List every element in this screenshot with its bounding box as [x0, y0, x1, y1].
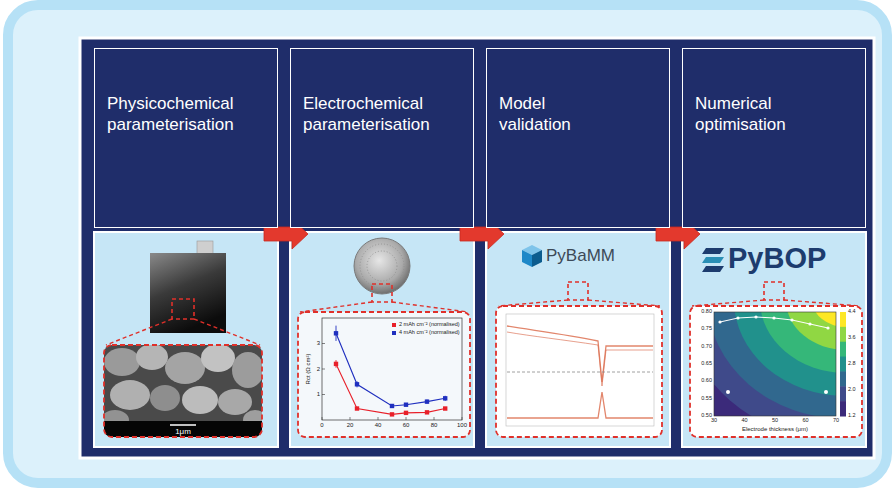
tick-label: 100: [457, 422, 467, 428]
tick-label: 2: [317, 366, 320, 372]
image-panel: [290, 232, 474, 447]
stage-title: Model validation: [499, 93, 609, 136]
stage-title: Numerical optimisation: [695, 93, 853, 136]
legend-text: 2 mAh cm⁻² (normalised): [399, 322, 460, 328]
tick-label: 60: [802, 418, 808, 424]
electrode-illustration: [101, 241, 267, 437]
stage-header: Model validation: [486, 48, 670, 228]
stage-title: Physicochemical parameterisation: [107, 93, 265, 136]
tick-label: 80: [431, 422, 438, 428]
tick-label: 50: [772, 418, 778, 424]
tick-label: 0.50: [701, 413, 712, 419]
colorbar-tick: 2.0: [848, 387, 856, 393]
tick-label: 20: [347, 422, 354, 428]
tick-label: 70: [833, 418, 839, 424]
tick-label: 1: [317, 391, 320, 397]
stage-header: Physicochemical parameterisation: [94, 48, 278, 228]
tick-label: 0.65: [701, 361, 712, 367]
scale-bar-label: 1μm: [175, 428, 191, 436]
colorbar-tick: 1.2: [848, 413, 856, 419]
coin-cell-illustration: [298, 238, 470, 437]
logo-text: PyBOP: [728, 244, 826, 273]
axis-title: Rct (Ω cm²): [305, 354, 311, 385]
axis-title: Electrode thickness (μm): [742, 426, 808, 432]
tick-label: 0.75: [701, 326, 712, 332]
tick-label: 40: [741, 418, 747, 424]
stage-header: Electrochemical parameterisation: [290, 48, 474, 228]
legend-swatch: [392, 331, 396, 335]
stage-header: Numerical optimisation: [682, 48, 866, 228]
tick-label: 60: [403, 422, 410, 428]
colorbar-tick: 4.4: [848, 309, 856, 315]
legend-swatch: [392, 323, 396, 327]
pybamm-illustration: [496, 245, 662, 437]
tick-label: 3: [317, 340, 320, 346]
image-panel: [94, 232, 278, 447]
stage-title: Electrochemical parameterisation: [303, 93, 461, 136]
tick-label: 0.70: [701, 344, 712, 350]
logo-text: PyBaMM: [546, 247, 615, 264]
colorbar-tick: 3.6: [848, 335, 856, 341]
tick-label: 0: [320, 422, 323, 428]
legend-text: 4 mAh cm⁻² (normalised): [399, 330, 460, 336]
tick-label: 0.80: [701, 309, 712, 315]
tick-label: 0.60: [701, 378, 712, 384]
image-panel: [486, 232, 670, 447]
tick-label: 30: [711, 418, 717, 424]
colorbar-tick: 2.8: [848, 361, 856, 367]
tick-label: 40: [375, 422, 382, 428]
tick-label: 0.55: [701, 396, 712, 402]
